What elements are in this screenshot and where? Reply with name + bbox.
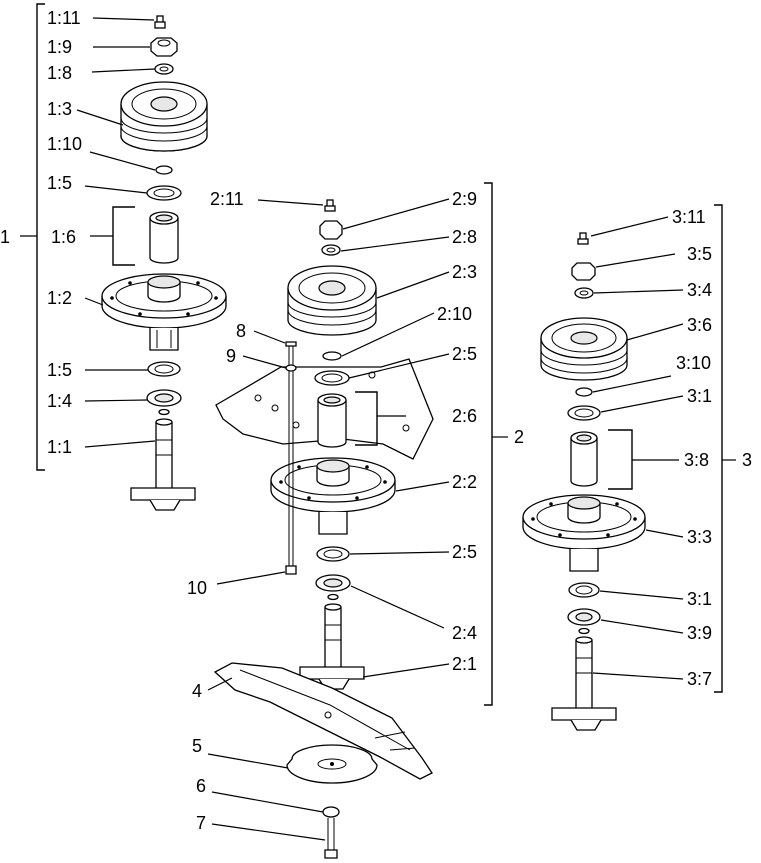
label-assembly-2: 2 bbox=[514, 427, 524, 447]
label-1-1: 1:1 bbox=[47, 437, 72, 457]
label-3-10: 3:10 bbox=[676, 353, 711, 373]
label-2-2: 2:2 bbox=[452, 472, 477, 492]
label-1-3: 1:3 bbox=[47, 99, 72, 119]
label-3-9: 3:9 bbox=[687, 623, 712, 643]
label-10: 10 bbox=[187, 578, 207, 598]
callout-labels: 1 1:11 1:9 1:8 1:3 1:10 1:5 1:6 1:2 1:5 … bbox=[0, 8, 752, 833]
label-1-9: 1:9 bbox=[47, 37, 72, 57]
label-9: 9 bbox=[226, 346, 236, 366]
label-2-6: 2:6 bbox=[452, 406, 477, 426]
label-2-4: 2:4 bbox=[452, 623, 477, 643]
assembly-2-drawing bbox=[213, 199, 434, 859]
label-3-1-lower: 3:1 bbox=[687, 589, 712, 609]
label-3-11: 3:11 bbox=[672, 207, 706, 227]
label-2-9: 2:9 bbox=[452, 189, 477, 209]
label-1-5: 1:5 bbox=[47, 173, 72, 193]
label-7: 7 bbox=[196, 813, 206, 833]
label-4: 4 bbox=[192, 681, 202, 701]
assembly-1-drawing bbox=[101, 15, 227, 511]
label-1-11: 1:11 bbox=[47, 8, 81, 28]
label-3-1: 3:1 bbox=[687, 386, 712, 406]
label-2-5-lower: 2:5 bbox=[452, 542, 477, 562]
group-brackets bbox=[20, 3, 736, 706]
label-1-6: 1:6 bbox=[51, 227, 76, 247]
leader-lines bbox=[76, 17, 684, 841]
label-2-11: 2:11 bbox=[210, 189, 244, 209]
label-3-3: 3:3 bbox=[687, 527, 712, 547]
label-assembly-1: 1 bbox=[0, 227, 10, 247]
label-1-5-lower: 1:5 bbox=[47, 360, 72, 380]
label-2-1: 2:1 bbox=[452, 654, 477, 674]
label-1-2: 1:2 bbox=[47, 288, 72, 308]
label-2-8: 2:8 bbox=[452, 227, 477, 247]
label-3-7: 3:7 bbox=[687, 669, 712, 689]
label-3-6: 3:6 bbox=[687, 315, 712, 335]
label-3-5: 3:5 bbox=[687, 244, 712, 264]
label-assembly-3: 3 bbox=[742, 450, 752, 470]
label-5: 5 bbox=[192, 736, 202, 756]
label-1-4: 1:4 bbox=[47, 391, 72, 411]
label-3-8: 3:8 bbox=[684, 450, 709, 470]
label-2-10: 2:10 bbox=[437, 304, 472, 324]
label-1-8: 1:8 bbox=[47, 63, 72, 83]
label-2-5: 2:5 bbox=[452, 344, 477, 364]
label-2-3: 2:3 bbox=[452, 262, 477, 282]
label-3-4: 3:4 bbox=[687, 280, 712, 300]
label-6: 6 bbox=[196, 776, 206, 796]
label-8: 8 bbox=[236, 321, 246, 341]
label-1-10: 1:10 bbox=[47, 134, 82, 154]
assembly-3-drawing bbox=[522, 232, 646, 731]
